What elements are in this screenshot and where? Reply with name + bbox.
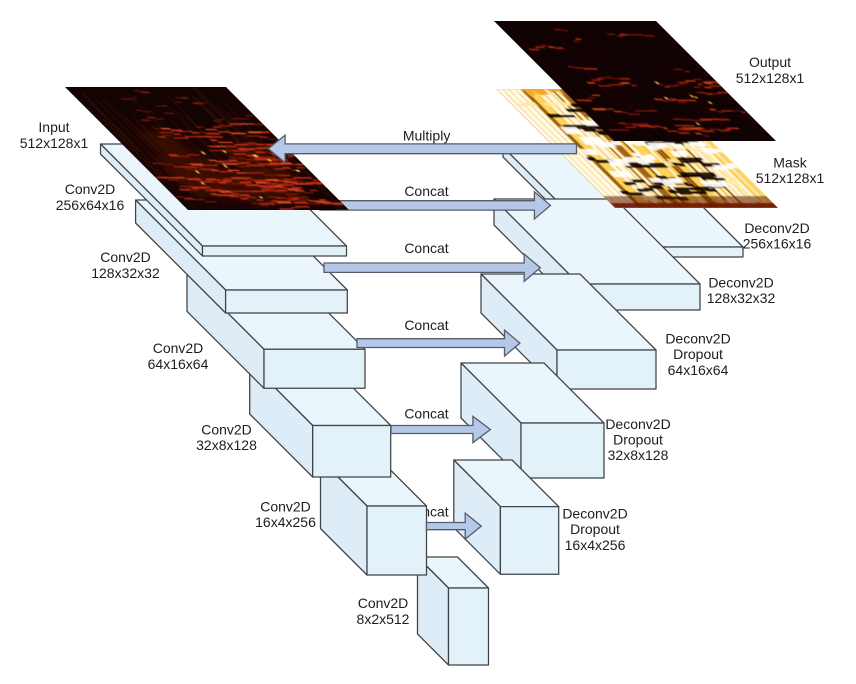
svg-text:Conv2D: Conv2D	[260, 498, 311, 514]
svg-text:512x128x1: 512x128x1	[736, 70, 805, 86]
svg-text:128x32x32: 128x32x32	[707, 290, 776, 306]
svg-text:256x16x16: 256x16x16	[743, 236, 812, 252]
svg-text:64x16x64: 64x16x64	[148, 356, 209, 372]
svg-text:Mask: Mask	[773, 154, 807, 170]
svg-text:Deconv2D: Deconv2D	[665, 330, 730, 346]
svg-text:Concat: Concat	[404, 405, 448, 421]
svg-text:Input: Input	[38, 119, 69, 135]
svg-text:Output: Output	[749, 54, 791, 70]
svg-text:Conv2D: Conv2D	[100, 249, 151, 265]
svg-text:Multiply: Multiply	[403, 128, 450, 144]
svg-text:32x8x128: 32x8x128	[608, 447, 669, 463]
svg-text:Dropout: Dropout	[570, 521, 620, 537]
svg-text:Dropout: Dropout	[673, 346, 723, 362]
svg-text:Concat: Concat	[404, 240, 448, 256]
svg-text:Conv2D: Conv2D	[65, 181, 116, 197]
svg-text:Deconv2D: Deconv2D	[744, 220, 809, 236]
svg-text:16x4x256: 16x4x256	[565, 537, 626, 553]
svg-text:Conv2D: Conv2D	[358, 595, 409, 611]
svg-text:Conv2D: Conv2D	[201, 422, 252, 438]
svg-text:256x64x16: 256x64x16	[56, 197, 125, 213]
svg-text:32x8x128: 32x8x128	[196, 437, 257, 453]
svg-text:64x16x64: 64x16x64	[668, 362, 729, 378]
svg-text:Deconv2D: Deconv2D	[708, 275, 773, 291]
svg-text:Concat: Concat	[404, 317, 448, 333]
svg-text:16x4x256: 16x4x256	[255, 514, 316, 530]
svg-text:Concat: Concat	[404, 183, 448, 199]
svg-text:512x128x1: 512x128x1	[756, 170, 825, 186]
svg-text:Deconv2D: Deconv2D	[605, 416, 670, 432]
svg-text:512x128x1: 512x128x1	[20, 135, 89, 151]
svg-text:Conv2D: Conv2D	[153, 340, 204, 356]
svg-text:128x32x32: 128x32x32	[91, 265, 160, 281]
svg-text:Dropout: Dropout	[613, 432, 663, 448]
svg-text:8x2x512: 8x2x512	[357, 611, 410, 627]
svg-text:Deconv2D: Deconv2D	[562, 506, 627, 522]
